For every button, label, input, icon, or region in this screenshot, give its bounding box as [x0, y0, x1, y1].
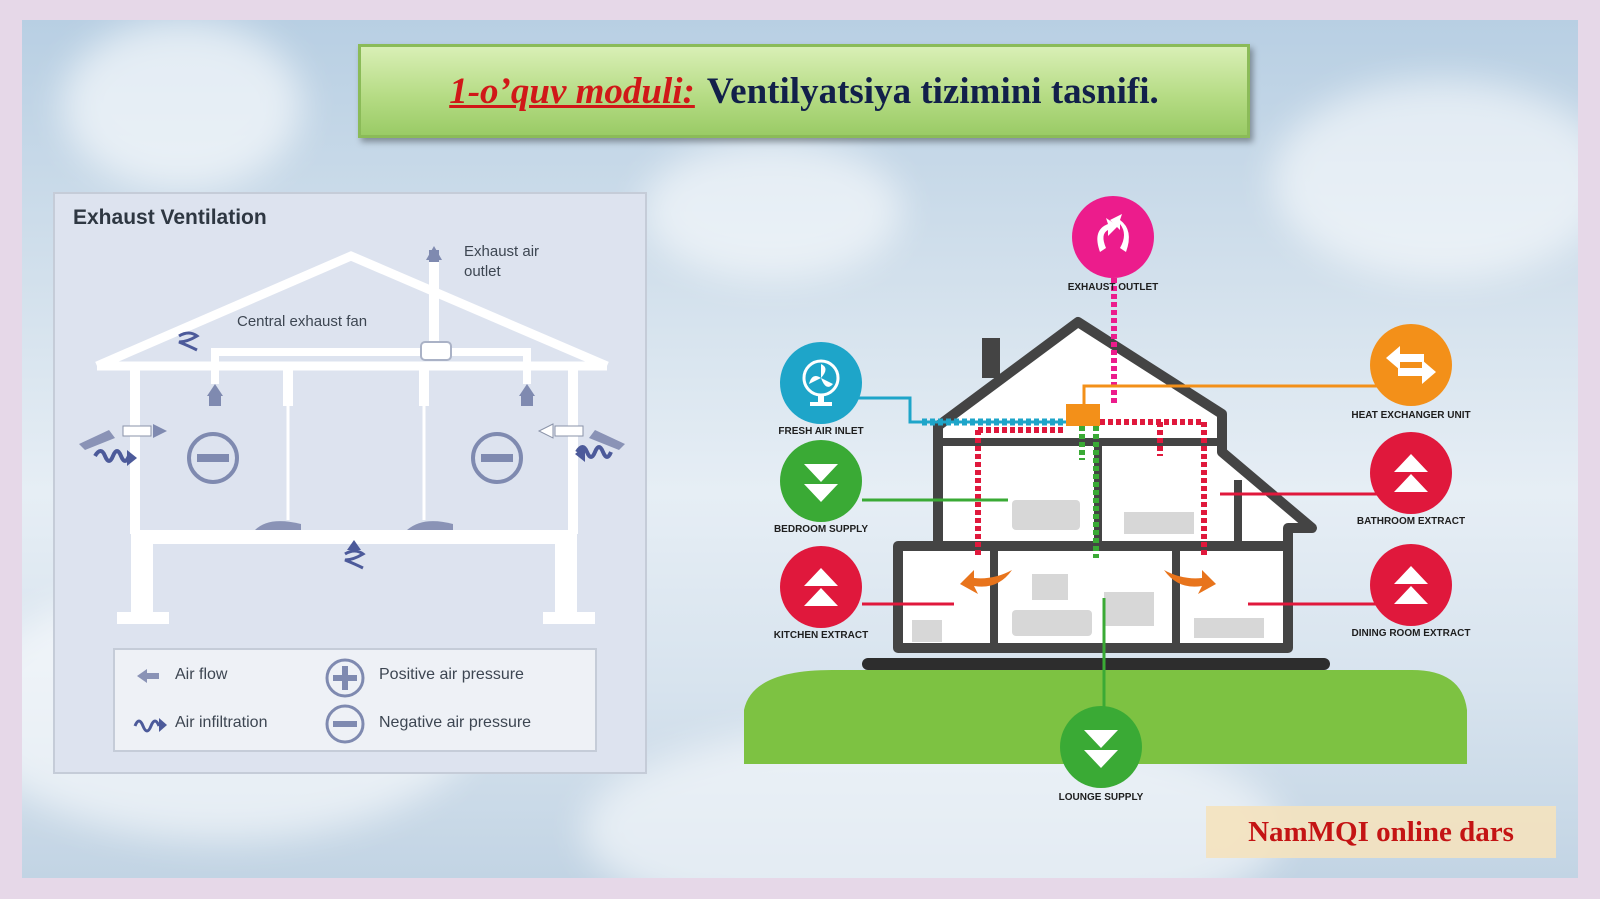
footer-label: NamMQI online dars	[1206, 806, 1556, 858]
exhaust-ventilation-panel: Exhaust Ventilation	[53, 192, 647, 774]
swap-arrows-icon	[1386, 346, 1436, 384]
roof-outline	[95, 251, 609, 371]
air-infiltration-icon	[133, 718, 167, 733]
legend-positive-pressure: Positive air pressure	[379, 666, 524, 683]
right-footing	[543, 612, 595, 624]
floor-vent-right	[407, 521, 453, 530]
bathroom-extract-label: BATHROOM EXTRACT	[1356, 516, 1466, 527]
kitchen-extract-node	[780, 546, 862, 628]
title-banner: 1-o’quv moduli: Ventilyatsiya tizimini t…	[358, 44, 1250, 138]
house-foundation	[862, 658, 1330, 670]
infiltration-floor	[344, 549, 366, 570]
heat-exchanger-box	[1066, 404, 1100, 426]
infiltration-left	[93, 449, 131, 463]
heat-exchanger-node	[1370, 324, 1452, 406]
exhaust-outlet-label: EXHAUST OUTLET	[1067, 282, 1159, 293]
exhaust-duct	[211, 348, 531, 384]
module-label: 1-o’quv moduli:	[449, 70, 695, 112]
negative-pressure-icon	[325, 704, 365, 744]
wall-vent-left	[122, 425, 152, 437]
bathroom-extract-node	[1370, 432, 1452, 514]
right-pier	[555, 544, 577, 616]
left-footing	[117, 612, 169, 624]
heat-exchanger-line	[1082, 384, 1378, 404]
air-flow-arrow-left	[960, 570, 1012, 594]
dining-room-extract-node	[1370, 544, 1452, 626]
positive-pressure-icon	[325, 658, 365, 698]
up-chevrons-icon	[1394, 454, 1428, 492]
legend-air-flow: Air flow	[175, 666, 228, 683]
duct-intake-right	[519, 384, 535, 396]
bedroom-supply-node	[780, 440, 862, 522]
exhaust-panel-title: Exhaust Ventilation	[73, 206, 267, 229]
exhaust-stack	[429, 260, 439, 350]
extract-duct-network	[975, 419, 1207, 558]
legend-air-infiltration: Air infiltration	[175, 714, 268, 731]
dining-room-extract-label: DINING ROOM EXTRACT	[1351, 628, 1471, 639]
fresh-air-inlet-label: FRESH AIR INLET	[778, 426, 864, 437]
down-chevrons-icon	[1084, 730, 1118, 768]
negative-pressure-right	[471, 432, 523, 484]
legend: Air flow Air infiltration Positive air p…	[113, 648, 597, 752]
floor-vent-left	[255, 521, 301, 530]
exhaust-arrows-icon	[1097, 214, 1129, 252]
infiltration-attic	[178, 331, 200, 352]
central-exhaust-fan	[420, 341, 452, 361]
exhaust-outlet-label: Exhaust air outlet	[464, 243, 540, 280]
slide: 1-o’quv moduli: Ventilyatsiya tizimini t…	[22, 20, 1578, 878]
main-floor	[131, 530, 577, 544]
exhaust-outlet-node	[1072, 196, 1154, 278]
lounge-supply-node	[1060, 706, 1142, 788]
fan-icon	[802, 359, 840, 406]
down-chevrons-icon	[804, 464, 838, 502]
wall-vent-right	[554, 425, 584, 437]
lounge-supply-label: LOUNGE SUPPLY	[1058, 792, 1144, 803]
duct-intake-left	[207, 384, 223, 396]
air-flow-icon	[137, 669, 159, 683]
air-flow-arrow-right	[1164, 570, 1216, 594]
up-chevrons-icon	[1394, 566, 1428, 604]
fresh-air-inlet-node	[780, 342, 862, 424]
negative-pressure-left	[187, 432, 239, 484]
partition-right	[419, 370, 429, 406]
legend-negative-pressure: Negative air pressure	[379, 714, 532, 731]
house-outline	[893, 317, 1317, 653]
left-pier	[131, 544, 153, 616]
chimney	[982, 338, 1000, 378]
bedroom-supply-label: BEDROOM SUPPLY	[773, 524, 869, 535]
partition-left	[283, 370, 293, 406]
kitchen-extract-label: KITCHEN EXTRACT	[773, 630, 869, 641]
slide-title: Ventilyatsiya tizimini tasnifi.	[706, 70, 1159, 112]
heat-exchanger-label: HEAT EXCHANGER UNIT	[1351, 410, 1471, 421]
up-chevrons-icon	[804, 568, 838, 606]
exhaust-house-diagram	[79, 246, 625, 624]
supply-duct-network	[1079, 426, 1099, 558]
central-fan-label: Central exhaust fan	[237, 313, 368, 330]
